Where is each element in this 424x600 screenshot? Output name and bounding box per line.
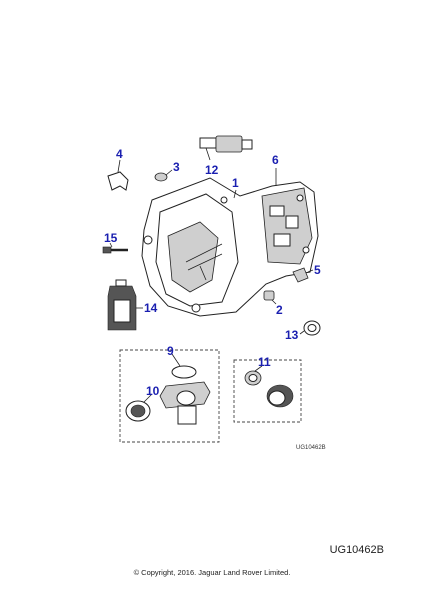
callout-2: 2 (276, 303, 283, 317)
callout-11: 11 (258, 355, 271, 369)
group-box-11 (233, 359, 302, 423)
part-10-seal (125, 393, 153, 422)
diagram-code: UG10462B (329, 544, 384, 556)
part-9-bearing-housing (159, 353, 211, 425)
part-11-bearing-kit (244, 365, 294, 408)
part-14-fluid-bottle (107, 279, 143, 331)
callout-4: 4 (116, 147, 123, 161)
part-1-transmission-housing (141, 168, 319, 317)
callout-13: 13 (285, 328, 299, 342)
callout-5: 5 (314, 263, 321, 277)
part-5-mount (292, 267, 314, 283)
group-box-9 (119, 349, 220, 443)
part-4-bracket (107, 159, 129, 191)
figure-reference-small: UG10462B (296, 445, 326, 451)
part-12-sensor (199, 135, 253, 161)
callout-15: 15 (104, 231, 118, 245)
part-2-plug (263, 290, 277, 305)
callout-10: 10 (146, 384, 160, 398)
callout-6: 6 (272, 153, 279, 167)
callout-12: 12 (205, 163, 219, 177)
callout-3: 3 (173, 160, 180, 174)
copyright-notice: © Copyright, 2016. Jaguar Land Rover Lim… (133, 568, 291, 577)
part-13-seal (299, 320, 321, 336)
callout-14: 14 (144, 301, 158, 315)
part-15-bolt (102, 242, 128, 254)
part-3-plug (154, 169, 173, 182)
callout-1: 1 (232, 176, 239, 190)
callout-9: 9 (167, 344, 174, 358)
